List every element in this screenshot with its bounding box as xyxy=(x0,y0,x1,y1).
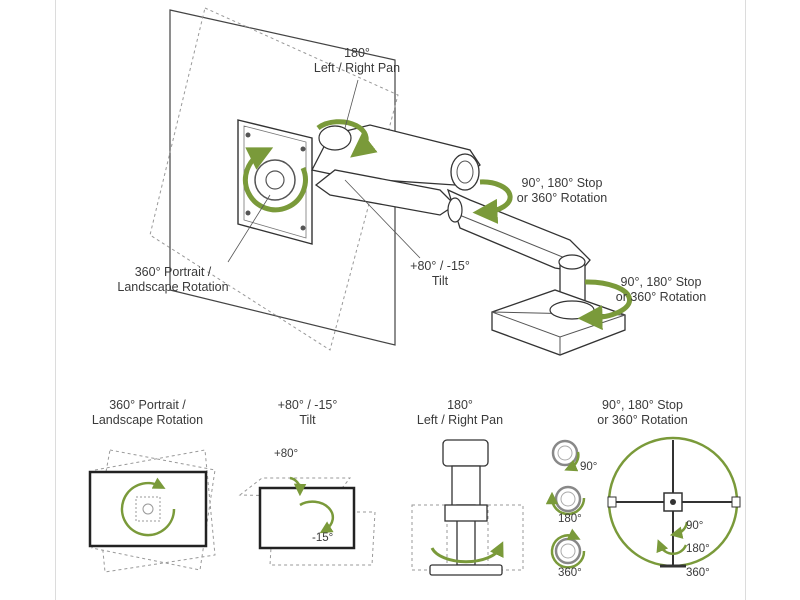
right-border-line xyxy=(745,0,746,600)
panel-title-pan-line2: Left / Right Pan xyxy=(416,413,504,427)
panel-title-pan: 180° Left / Right Pan xyxy=(405,398,515,428)
left-border-line xyxy=(55,0,56,600)
panel-pan xyxy=(411,439,524,576)
panel-title-tilt: +80° / -15° Tilt xyxy=(265,398,350,428)
callout-portrait-line2: Landscape Rotation xyxy=(117,280,229,294)
callout-arm-rotation-line2: or 360° Rotation xyxy=(516,191,608,205)
panel-rotation xyxy=(545,436,741,569)
panel-title-tilt-line2: Tilt xyxy=(299,413,316,427)
callout-base-rotation: 90°, 180° Stop or 360° Rotation xyxy=(605,275,717,305)
panel-title-portrait-line2: Landscape Rotation xyxy=(91,413,204,427)
callout-arm-rotation-line1: 90°, 180° Stop xyxy=(521,176,603,190)
rotation-big-180-label: 180° xyxy=(686,543,710,555)
portrait-rotation-arrow xyxy=(242,147,308,213)
monitor-plate xyxy=(237,119,313,245)
rotation-small-360-label: 360° xyxy=(558,567,582,579)
panel-tilt xyxy=(238,476,376,566)
callout-tilt-line2: Tilt xyxy=(431,274,449,288)
base-rotation-arrow xyxy=(577,279,633,331)
rotation-big-360-label: 360° xyxy=(686,567,710,579)
tilt-up-label: +80° xyxy=(274,448,299,460)
callout-arm-rotation: 90°, 180° Stop or 360° Rotation xyxy=(506,176,618,206)
callout-base-rotation-line1: 90°, 180° Stop xyxy=(620,275,702,289)
callout-pan: 180° Left / Right Pan xyxy=(302,46,412,76)
panel-title-portrait-line1: 360° Portrait / xyxy=(109,398,186,412)
panel-title-portrait: 360° Portrait / Landscape Rotation xyxy=(85,398,210,428)
panel-title-rotation-line1: 90°, 180° Stop xyxy=(602,398,683,412)
callout-base-rotation-line2: or 360° Rotation xyxy=(615,290,707,304)
callout-pan-line2: Left / Right Pan xyxy=(313,61,401,75)
callout-pan-line1: 180° xyxy=(344,46,370,60)
panel-title-tilt-line1: +80° / -15° xyxy=(277,398,338,412)
callout-tilt: +80° / -15° Tilt xyxy=(400,259,480,289)
panel-title-rotation-line2: or 360° Rotation xyxy=(597,413,688,427)
callout-portrait-rotation: 360° Portrait / Landscape Rotation xyxy=(114,265,232,295)
pan-arrow xyxy=(316,119,378,158)
tilt-down-label: -15° xyxy=(312,532,334,544)
panel-portrait-rotation xyxy=(88,449,216,573)
rotation-small-180-label: 180° xyxy=(558,513,582,525)
arm-rotation-arrow xyxy=(472,179,513,224)
callout-tilt-line1: +80° / -15° xyxy=(410,259,470,273)
rotation-small-90-label: 90° xyxy=(580,461,598,473)
rotation-big-90-label: 90° xyxy=(686,520,704,532)
callout-portrait-line1: 360° Portrait / xyxy=(134,265,212,279)
leader-lines xyxy=(227,79,421,263)
panel-title-rotation: 90°, 180° Stop or 360° Rotation xyxy=(585,398,700,428)
panel-title-pan-line1: 180° xyxy=(447,398,473,412)
